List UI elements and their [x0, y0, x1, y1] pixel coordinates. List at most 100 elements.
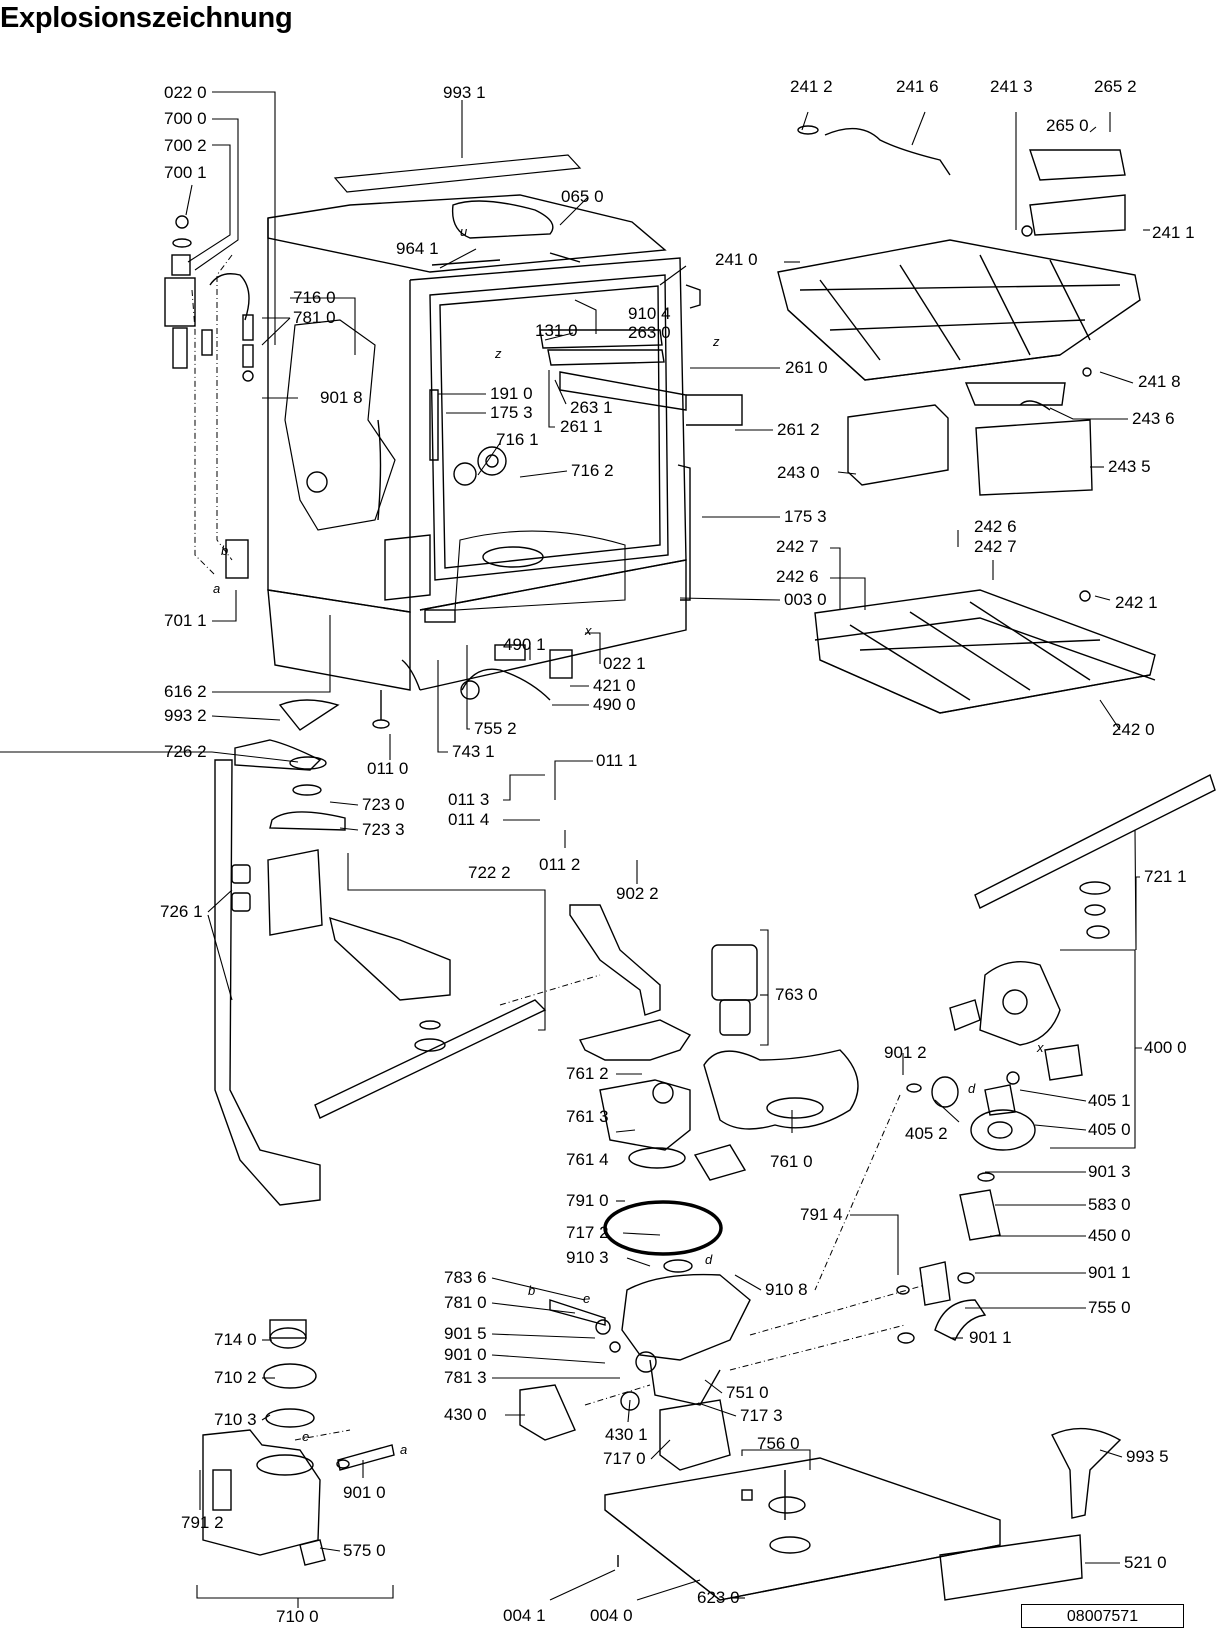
part-label-993-5: 993 5: [1126, 1447, 1169, 1466]
part-label-490-0: 490 0: [593, 695, 636, 714]
part-label-726-1: 726 1: [160, 902, 203, 921]
part-label-521-0: 521 0: [1124, 1553, 1167, 1572]
part-label-761-4: 761 4: [566, 1150, 609, 1169]
part-label-242-6-a: 242 6: [974, 517, 1017, 536]
part-label-710-3: 710 3: [214, 1410, 257, 1429]
part-label-583-0: 583 0: [1088, 1195, 1131, 1214]
part-label-717-2: 717 2: [566, 1223, 609, 1242]
part-label-901-0-a: 901 0: [444, 1345, 487, 1364]
base-parts: [604, 1427, 1122, 1601]
part-label-783-6: 783 6: [444, 1268, 487, 1287]
part-label-243-0: 243 0: [777, 463, 820, 482]
part-label-710-2: 710 2: [214, 1368, 257, 1387]
part-label-791-0: 791 0: [566, 1191, 609, 1210]
sump-parts: [519, 904, 859, 1471]
document-number-box: 08007571: [1021, 1604, 1184, 1628]
part-label-717-3: 717 3: [740, 1406, 783, 1425]
part-label-265-0: 265 0: [1046, 116, 1089, 135]
part-label-791-4: 791 4: [800, 1205, 843, 1224]
part-label-700-0: 700 0: [164, 109, 207, 128]
part-label-011-3: 011 3: [448, 790, 490, 809]
part-label-761-3: 761 3: [566, 1107, 609, 1126]
tub-frame: [267, 154, 743, 691]
part-label-261-1: 261 1: [560, 417, 603, 436]
part-label-623-0: 623 0: [697, 1588, 740, 1607]
part-label-241-3: 241 3: [990, 77, 1033, 96]
hose-parts: [896, 1172, 1001, 1344]
part-label-791-2: 791 2: [181, 1513, 224, 1532]
part-label-751-0: 751 0: [726, 1383, 769, 1402]
part-label-616-2: 616 2: [164, 682, 207, 701]
connector-letter-d-2: d: [705, 1252, 713, 1267]
part-label-011-1: 011 1: [596, 751, 638, 770]
part-label-011-2: 011 2: [539, 855, 581, 874]
part-label-902-2: 902 2: [616, 884, 659, 903]
part-label-011-0: 011 0: [367, 759, 409, 778]
sensor-parts: [278, 644, 573, 731]
water-softener: [202, 1319, 395, 1566]
part-label-261-2: 261 2: [777, 420, 820, 439]
part-label-450-0: 450 0: [1088, 1226, 1131, 1245]
part-label-575-0: 575 0: [343, 1541, 386, 1560]
part-label-910-3: 910 3: [566, 1248, 609, 1267]
part-label-901-0-b: 901 0: [343, 1483, 386, 1502]
connection-lines: [191, 254, 926, 1441]
part-label-241-6: 241 6: [896, 77, 939, 96]
part-label-430-0: 430 0: [444, 1405, 487, 1424]
part-label-700-2: 700 2: [164, 136, 207, 155]
part-label-901-3: 901 3: [1088, 1162, 1131, 1181]
part-label-993-1: 993 1: [443, 83, 486, 102]
part-label-263-0: 263 0: [628, 323, 671, 342]
connector-letter-e-1: e: [583, 1291, 591, 1306]
connector-letter-e-2: e: [302, 1429, 310, 1444]
inlet-parts: [164, 215, 456, 691]
part-label-723-3: 723 3: [362, 820, 405, 839]
part-label-241-2: 241 2: [790, 77, 833, 96]
part-label-405-2: 405 2: [905, 1124, 948, 1143]
part-label-901-2: 901 2: [884, 1043, 927, 1062]
part-label-910-4: 910 4: [628, 304, 671, 323]
part-label-717-0: 717 0: [603, 1449, 646, 1468]
part-label-131-0: 131 0: [535, 321, 578, 340]
part-label-242-0: 242 0: [1112, 720, 1155, 739]
part-label-191-0: 191 0: [490, 384, 533, 403]
upper-basket: [777, 125, 1141, 381]
leader-lines: [0, 91, 1150, 1608]
part-label-781-3: 781 3: [444, 1368, 487, 1387]
part-label-755-0: 755 0: [1088, 1298, 1131, 1317]
part-label-241-0: 241 0: [715, 250, 758, 269]
part-label-175-3-b: 175 3: [784, 507, 827, 526]
part-label-901-8: 901 8: [320, 388, 363, 407]
part-label-755-2: 755 2: [474, 719, 517, 738]
part-label-716-2: 716 2: [571, 461, 614, 480]
part-label-241-8: 241 8: [1138, 372, 1181, 391]
part-label-003-0: 003 0: [784, 590, 827, 609]
part-label-241-1: 241 1: [1152, 223, 1195, 242]
page-title: Explosionszeichnung: [0, 2, 293, 34]
part-label-716-0: 716 0: [293, 288, 336, 307]
part-label-242-7-b: 242 7: [776, 537, 819, 556]
part-label-242-7-a: 242 7: [974, 537, 1017, 556]
part-label-405-0: 405 0: [1088, 1120, 1131, 1139]
connector-letter-a-1: a: [213, 581, 221, 596]
part-label-022-0: 022 0: [164, 83, 207, 102]
part-label-722-2: 722 2: [468, 863, 511, 882]
part-label-065-0: 065 0: [561, 187, 604, 206]
connector-letter-b-1: b: [221, 543, 229, 558]
part-label-430-1: 430 1: [605, 1425, 648, 1444]
part-label-242-6-b: 242 6: [776, 567, 819, 586]
part-label-004-0: 004 0: [590, 1606, 633, 1625]
connector-letter-d-1: d: [968, 1081, 976, 1096]
part-label-993-2: 993 2: [164, 706, 207, 725]
part-label-910-8: 910 8: [765, 1280, 808, 1299]
part-label-726-2: 726 2: [164, 742, 207, 761]
part-label-901-5: 901 5: [444, 1324, 487, 1343]
connector-letter-b-2: b: [528, 1283, 536, 1298]
part-label-761-2: 761 2: [566, 1064, 609, 1083]
part-label-261-0: 261 0: [785, 358, 828, 377]
part-label-490-1: 490 1: [503, 635, 546, 654]
part-label-763-0: 763 0: [775, 985, 818, 1004]
connector-letter-x-1: x: [585, 623, 592, 638]
part-label-004-1: 004 1: [503, 1606, 546, 1625]
